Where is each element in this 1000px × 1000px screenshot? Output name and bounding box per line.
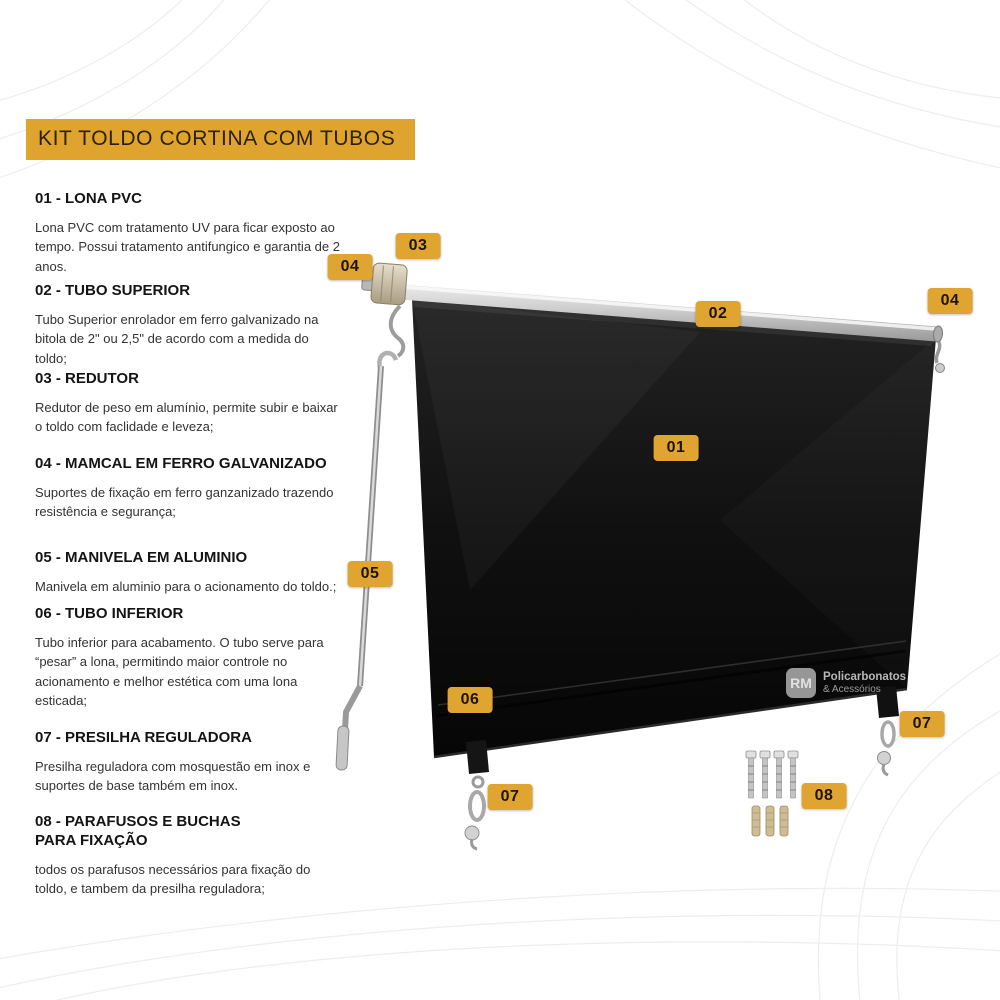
brand-watermark: RM Policarbonatos & Acessórios bbox=[786, 668, 906, 698]
badge-05-manivela: 05 bbox=[347, 561, 393, 587]
badge-07-presilha-right: 07 bbox=[899, 711, 945, 737]
section-body: Manivela em aluminio para o acionamento … bbox=[35, 578, 337, 594]
section-body: Lona PVC com tratamento UV para ficar ex… bbox=[35, 219, 340, 274]
section-presilha: 07 - PRESILHA REGULADORA Presilha regula… bbox=[35, 729, 343, 796]
section-heading: 03 - REDUTOR bbox=[35, 370, 139, 387]
section-body: Tubo inferior para acabamento. O tubo se… bbox=[35, 634, 324, 709]
section-heading: 08 - PARAFUSOS E BUCHAS PARA FIXAÇÃO bbox=[35, 813, 241, 849]
section-body: todos os parafusos necessários para fixa… bbox=[35, 861, 311, 897]
brand-text: Policarbonatos & Acessórios bbox=[823, 671, 906, 696]
section-redutor: 03 - REDUTOR Redutor de peso em alumínio… bbox=[35, 370, 343, 437]
rm-logo: RM bbox=[786, 668, 816, 698]
badge-01-lona-pvc: 01 bbox=[653, 435, 699, 461]
badge-08-parafusos: 08 bbox=[801, 783, 847, 809]
section-tubo-superior: 02 - TUBO SUPERIOR Tubo Superior enrolad… bbox=[35, 282, 343, 368]
badge-06-tubo-inferior: 06 bbox=[447, 687, 493, 713]
section-tubo-inferior: 06 - TUBO INFERIOR Tubo inferior para ac… bbox=[35, 605, 343, 711]
section-heading: 07 - PRESILHA REGULADORA bbox=[35, 729, 252, 746]
section-parafusos: 08 - PARAFUSOS E BUCHAS PARA FIXAÇÃO tod… bbox=[35, 813, 343, 899]
badge-04-mamcal-right: 04 bbox=[927, 288, 973, 314]
badge-07-presilha-left: 07 bbox=[487, 784, 533, 810]
section-heading: 04 - MAMCAL EM FERRO GALVANIZADO bbox=[35, 455, 327, 472]
section-heading: 06 - TUBO INFERIOR bbox=[35, 605, 184, 622]
section-heading: 02 - TUBO SUPERIOR bbox=[35, 282, 191, 299]
section-body: Redutor de peso em alumínio, permite sub… bbox=[35, 399, 338, 435]
brand-line1: Policarbonatos bbox=[823, 670, 907, 683]
section-lona-pvc: 01 - LONA PVC Lona PVC com tratamento UV… bbox=[35, 190, 343, 276]
section-manivela: 05 - MANIVELA EM ALUMINIO Manivela em al… bbox=[35, 549, 343, 596]
section-mamcal: 04 - MAMCAL EM FERRO GALVANIZADO Suporte… bbox=[35, 455, 343, 522]
badge-02-tubo-superior: 02 bbox=[695, 301, 741, 327]
badge-04-mamcal-left: 04 bbox=[327, 254, 373, 280]
brand-line2: & Acessórios bbox=[823, 683, 881, 695]
badge-03-redutor: 03 bbox=[395, 233, 441, 259]
section-heading: 01 - LONA PVC bbox=[35, 190, 142, 207]
section-body: Suportes de fixação em ferro ganzanizado… bbox=[35, 484, 334, 520]
section-heading: 05 - MANIVELA EM ALUMINIO bbox=[35, 549, 248, 566]
section-body: Tubo Superior enrolador em ferro galvani… bbox=[35, 311, 319, 366]
section-body: Presilha reguladora com mosquestão em in… bbox=[35, 758, 311, 794]
